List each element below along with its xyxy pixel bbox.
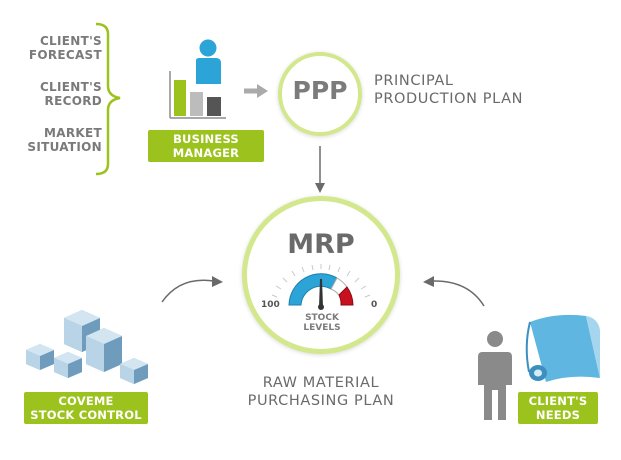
arrow-right-icon — [244, 84, 268, 98]
bar-chart-icon — [169, 71, 226, 119]
person-icon — [478, 331, 512, 420]
ppp-circle: PPP — [278, 52, 362, 136]
gauge-icon — [271, 264, 371, 310]
mrp-circle: MRP 100 0 STOCK LEVELS — [242, 196, 400, 354]
input-list: CLIENT'S FORECAST CLIENT'S RECORD MARKET… — [10, 34, 102, 172]
bracket-icon — [95, 22, 121, 176]
gauge-min-label: 0 — [371, 300, 378, 310]
ppp-title: PPP — [292, 76, 348, 105]
curved-arrow-icon — [423, 276, 485, 307]
ppp-caption: PRINCIPAL PRODUCTION PLAN — [374, 73, 524, 107]
stock-levels-label: STOCK LEVELS — [303, 313, 341, 333]
person-icon — [196, 39, 221, 84]
gauge-max-label: 100 — [261, 300, 280, 310]
input-client-record: CLIENT'S RECORD — [39, 80, 102, 108]
input-client-forecast: CLIENT'S FORECAST — [28, 34, 102, 62]
curved-arrow-icon — [161, 276, 223, 303]
mrp-caption: RAW MATERIAL PURCHASING PLAN — [247, 375, 395, 409]
client-needs-label: CLIENT'S NEEDS — [518, 392, 598, 424]
boxes-icon — [26, 310, 148, 384]
input-market-situation: MARKET SITUATION — [27, 126, 102, 154]
stock-control-label: COVEME STOCK CONTROL — [24, 392, 148, 424]
business-manager-label: BUSINESS MANAGER — [148, 130, 264, 162]
mrp-title: MRP — [287, 229, 355, 260]
film-roll-icon — [525, 314, 600, 382]
arrow-down-icon — [315, 146, 325, 193]
